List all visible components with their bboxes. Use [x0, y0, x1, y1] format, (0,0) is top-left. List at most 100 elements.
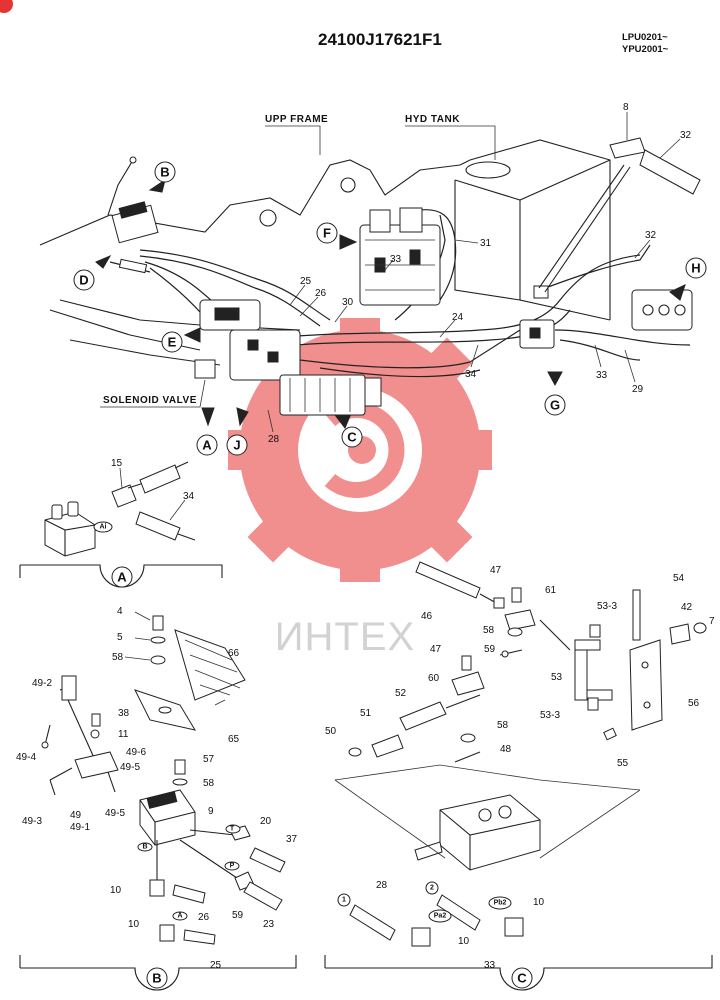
svg-text:Pa2: Pa2 — [434, 913, 447, 920]
view-marker-c: C — [341, 426, 363, 448]
svg-text:G: G — [550, 398, 560, 413]
callout-49-4: 49-4 — [16, 752, 36, 763]
svg-text:A: A — [202, 438, 212, 453]
callout-54: 54 — [673, 573, 685, 584]
serial-range-1: LPU0201~ — [622, 32, 668, 43]
view-marker-a: A — [196, 434, 218, 456]
callout-59-c: 59 — [484, 644, 496, 655]
section-title-c: C — [511, 967, 533, 989]
callout-49-6: 49-6 — [126, 747, 146, 758]
callout-46: 46 — [421, 611, 433, 622]
main-valve-c — [279, 374, 366, 416]
callout-26-b: 26 — [198, 912, 210, 923]
valve-h — [631, 289, 693, 331]
callout-47-c2: 47 — [430, 644, 442, 655]
callout-10-c1: 10 — [458, 936, 470, 947]
mark-b: B — [142, 844, 147, 851]
svg-text:C: C — [517, 971, 527, 986]
callout-65: 65 — [228, 734, 240, 745]
callout-52: 52 — [395, 688, 407, 699]
callout-49-5-a: 49-5 — [120, 762, 140, 773]
serial-range-2: YPU2001~ — [622, 44, 669, 55]
mark-two: 2 — [425, 881, 439, 895]
callout-51: 51 — [360, 708, 372, 719]
pilot-block — [229, 329, 301, 381]
callout-29: 29 — [632, 384, 644, 395]
svg-text:C: C — [347, 430, 357, 445]
svg-text:2: 2 — [430, 885, 434, 892]
callout-34-a: 34 — [183, 491, 195, 502]
section-title-b: B — [146, 967, 168, 989]
callout-33-tank: 33 — [390, 254, 402, 265]
mark-pb2: Pb2 — [488, 896, 512, 910]
view-marker-d: D — [73, 269, 95, 291]
svg-text:F: F — [323, 226, 331, 241]
svg-text:B: B — [160, 165, 169, 180]
section-a-detail — [19, 461, 223, 588]
callout-23: 23 — [263, 919, 275, 930]
svg-text:E: E — [168, 335, 177, 350]
callout-11: 11 — [118, 729, 129, 740]
svg-text:Pb2: Pb2 — [494, 900, 507, 907]
callout-66: 66 — [228, 648, 240, 659]
callout-57: 57 — [203, 754, 215, 765]
callout-58-c2: 58 — [497, 720, 509, 731]
view-marker-f: F — [316, 222, 338, 244]
callout-49: 49 — [70, 810, 82, 821]
callout-53-3-a: 53-3 — [597, 601, 617, 612]
callout-15: 15 — [111, 458, 123, 469]
callout-24: 24 — [452, 312, 464, 323]
callout-20: 20 — [260, 816, 272, 827]
callout-9: 9 — [208, 806, 214, 817]
svg-text:A: A — [117, 570, 127, 585]
svg-text:D: D — [79, 273, 88, 288]
mark-one: 1 — [337, 893, 351, 907]
mark-pa2: Pa2 — [428, 909, 452, 923]
corner-mark — [0, 0, 13, 13]
callout-30: 30 — [342, 297, 354, 308]
callout-33-main: 33 — [596, 370, 608, 381]
callout-31: 31 — [480, 238, 492, 249]
callout-28-c: 28 — [376, 880, 388, 891]
solenoid-valve-body — [194, 359, 216, 379]
callout-53-3-b: 53-3 — [540, 710, 560, 721]
callout-34-main: 34 — [465, 369, 477, 380]
callout-59-b: 59 — [232, 910, 244, 921]
callout-55: 55 — [617, 758, 629, 769]
svg-text:J: J — [233, 438, 240, 453]
label-hyd-tank: HYD TANK — [405, 114, 460, 125]
callout-56: 56 — [688, 698, 700, 709]
callout-10-c2: 10 — [533, 897, 545, 908]
view-marker-j: J — [226, 434, 248, 456]
view-marker-h: H — [685, 257, 707, 279]
section-c-detail — [324, 561, 713, 991]
callout-26-main: 26 — [315, 288, 327, 299]
callout-49-3: 49-3 — [22, 816, 42, 827]
drawing-number: 24100J17621F1 — [318, 30, 442, 49]
callout-49-1: 49-1 — [70, 822, 90, 833]
callout-37: 37 — [286, 834, 298, 845]
view-marker-g: G — [544, 394, 566, 416]
callout-42: 42 — [681, 602, 693, 613]
callout-38: 38 — [118, 708, 130, 719]
main-assembly: UPP FRAME HYD TANK SOLENOID VALVE — [39, 112, 701, 433]
callout-48: 48 — [500, 744, 512, 755]
label-solenoid-valve: SOLENOID VALVE — [103, 395, 197, 406]
callout-25-main: 25 — [300, 276, 312, 287]
callout-47-c1: 47 — [490, 565, 502, 576]
svg-text:B: B — [152, 971, 161, 986]
mark-p: P — [230, 863, 235, 870]
callout-60: 60 — [428, 673, 440, 684]
callout-10-b1: 10 — [110, 885, 122, 896]
callout-10-b2: 10 — [128, 919, 140, 930]
callout-58-b1: 58 — [112, 652, 124, 663]
callout-32-right: 32 — [645, 230, 657, 241]
callout-33-c: 33 — [484, 960, 496, 971]
callout-25-b: 25 — [210, 960, 222, 971]
svg-text:H: H — [691, 261, 700, 276]
section-title-a: A — [111, 566, 133, 588]
view-marker-b: B — [154, 161, 176, 183]
section-b-detail — [19, 611, 297, 991]
